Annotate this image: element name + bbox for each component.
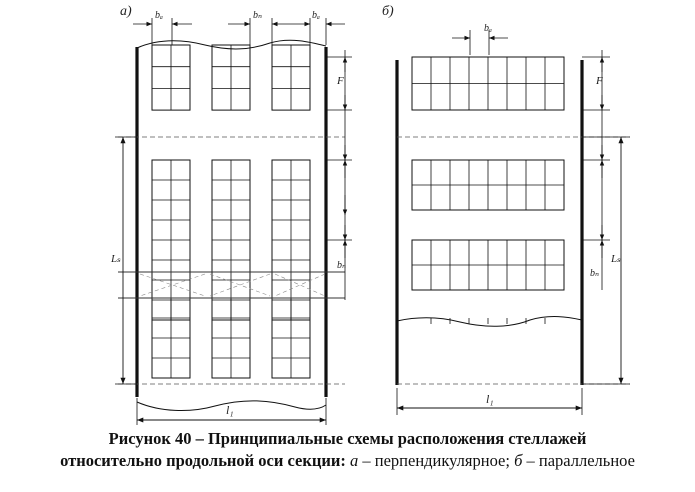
panel-a-top-extension-lines [151, 18, 327, 45]
caption-letter-b: б [514, 451, 523, 470]
panel-a-bottom-break-line [136, 400, 327, 411]
caption-line-2-start: относительно продольной оси секции: [60, 451, 351, 470]
panel-b-break-line [396, 316, 583, 327]
panel-a-rack-col3-bottom [271, 297, 311, 379]
panel-a-dim-label-top-1: bₐ [155, 10, 163, 21]
panel-b-dim-label-top: bₐ [484, 23, 492, 34]
panel-b-dim-label-right-3: Lₛ [610, 253, 621, 265]
panel-b-rack-row-3 [411, 239, 565, 291]
panel-a-break-cross [139, 273, 326, 297]
panel-b-label: б) [382, 4, 394, 19]
panel-a-right-extension-lines [326, 56, 352, 241]
panel-a-bottom-extension-lines [136, 398, 327, 425]
panel-a-top-break-line [136, 39, 327, 50]
panel-b-dim-label-right-1: F [595, 75, 603, 87]
panel-a-rack-col3-middle [271, 159, 311, 321]
panel-a-dim-label-top-3: bₐ [312, 10, 320, 21]
panel-a-dim-label-left: Lₛ [110, 253, 121, 265]
panel-b-rack-row-2 [411, 159, 565, 211]
panel-a-rack-col2-top [211, 44, 251, 111]
caption-letter-a: а [350, 451, 359, 470]
panel-a-label: а) [120, 4, 132, 19]
panel-a-rack-col1-bottom [151, 297, 191, 379]
panel-b-rack-row-1 [411, 56, 565, 111]
panel-a-rack-col1-middle [151, 159, 191, 321]
panel-a-dim-label-right-2: bₙ [337, 260, 346, 271]
shelving-layout-diagram: а) б) bₐ bₙ bₐ [110, 4, 630, 425]
panel-a-dim-label-right-1: F [336, 75, 344, 87]
caption-text-a: – перпендикулярное; [358, 451, 515, 470]
panel-a-rack-col2-bottom [211, 297, 251, 379]
panel-b-dim-label-right-2: bₙ [590, 268, 599, 279]
panel-b-parallel-racks [411, 56, 565, 324]
panel-a-rack-col2-middle [211, 159, 251, 321]
caption-text-b: – параллельное [522, 451, 635, 470]
panel-a-dim-label-bottom: l₁ [226, 403, 234, 417]
panel-a-left-extension-lines [115, 136, 137, 385]
panel-b-right-extension-lines [582, 56, 630, 385]
panel-b-top-extension-lines [469, 30, 490, 55]
panel-b-dim-label-bottom: l₁ [486, 392, 494, 406]
panel-a-perpendicular-racks [151, 44, 311, 379]
panel-a-rack-col1-top [151, 44, 191, 111]
figure-caption-line-2: относительно продольной оси секции: а – … [0, 450, 695, 472]
figure-caption-line-1: Рисунок 40 – Принципиальные схемы распол… [108, 429, 587, 448]
panel-a-rack-col3-top [271, 44, 311, 111]
panel-a-dim-label-top-2: bₙ [253, 10, 262, 21]
